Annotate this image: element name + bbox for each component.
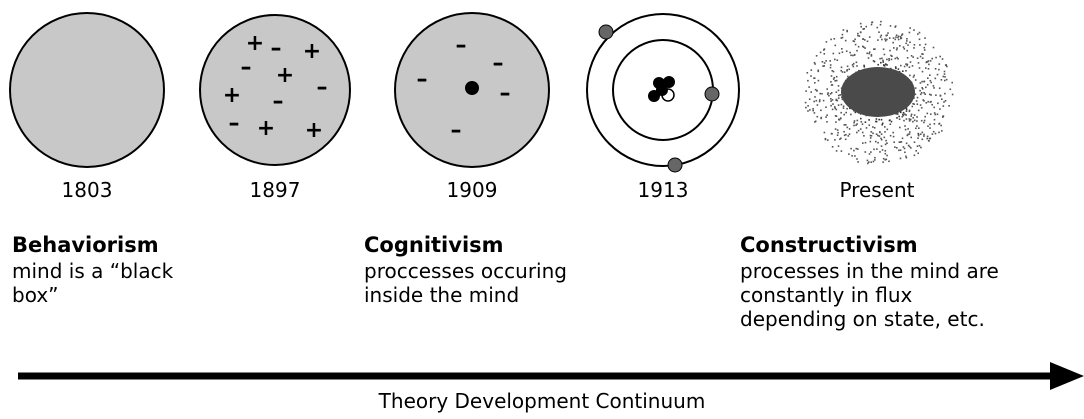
- year-label: 1897: [249, 178, 301, 202]
- theory-desc-line: inside the mind: [364, 283, 520, 307]
- theory-title: Behaviorism: [12, 233, 159, 257]
- year-label: 1909: [446, 178, 498, 202]
- year-label: 1803: [61, 178, 113, 202]
- year-label: Present: [839, 178, 915, 202]
- theory-cognitivism: Cognitivism proccesses occuring inside t…: [364, 233, 567, 307]
- nucleus-model: – – – – –: [394, 12, 550, 168]
- minus-sign: –: [271, 36, 282, 61]
- plus-sign: +: [246, 31, 264, 56]
- plus-sign: +: [223, 83, 241, 108]
- minus-sign: –: [317, 75, 328, 100]
- plus-sign: +: [303, 39, 321, 64]
- year-label: 1913: [637, 178, 689, 202]
- theory-title: Cognitivism: [364, 233, 504, 257]
- theory-desc-line: proccesses occuring: [364, 259, 567, 283]
- minus-sign: –: [493, 51, 504, 76]
- plus-sign: +: [257, 116, 275, 141]
- continuum-label: Theory Development Continuum: [378, 389, 706, 413]
- minus-sign: –: [417, 67, 428, 92]
- nucleus-particle: [663, 76, 675, 88]
- plus-sign: +: [305, 118, 323, 143]
- minus-sign: –: [500, 81, 511, 106]
- minus-sign: –: [456, 33, 467, 58]
- solid-sphere-model: [9, 12, 165, 168]
- theory-desc-line: depending on state, etc.: [740, 307, 985, 331]
- theory-desc-line: processes in the mind are: [740, 259, 999, 283]
- plum-pudding-model: +–+–++–––++: [199, 14, 351, 166]
- nucleus-particle: [656, 84, 668, 96]
- minus-sign: –: [451, 118, 462, 143]
- continuum-arrow: [18, 362, 1084, 390]
- theory-desc-line: box”: [12, 283, 59, 307]
- orbital-model: [586, 13, 740, 173]
- electron-cloud-model: [804, 20, 954, 165]
- electron: [598, 24, 614, 40]
- theory-constructivism: Constructivism processes in the mind are…: [740, 233, 999, 331]
- minus-sign: –: [241, 55, 252, 80]
- electron: [667, 157, 683, 173]
- plus-sign: +: [276, 63, 294, 88]
- minus-sign: –: [273, 89, 284, 114]
- minus-sign: –: [229, 111, 240, 136]
- theory-title: Constructivism: [740, 233, 918, 257]
- theory-behaviorism: Behaviorism mind is a “black box”: [12, 233, 173, 307]
- nucleus-dot: [465, 81, 479, 95]
- electron: [704, 86, 720, 102]
- theory-desc-line: mind is a “black: [12, 259, 174, 283]
- theory-desc-line: constantly in flux: [740, 283, 913, 307]
